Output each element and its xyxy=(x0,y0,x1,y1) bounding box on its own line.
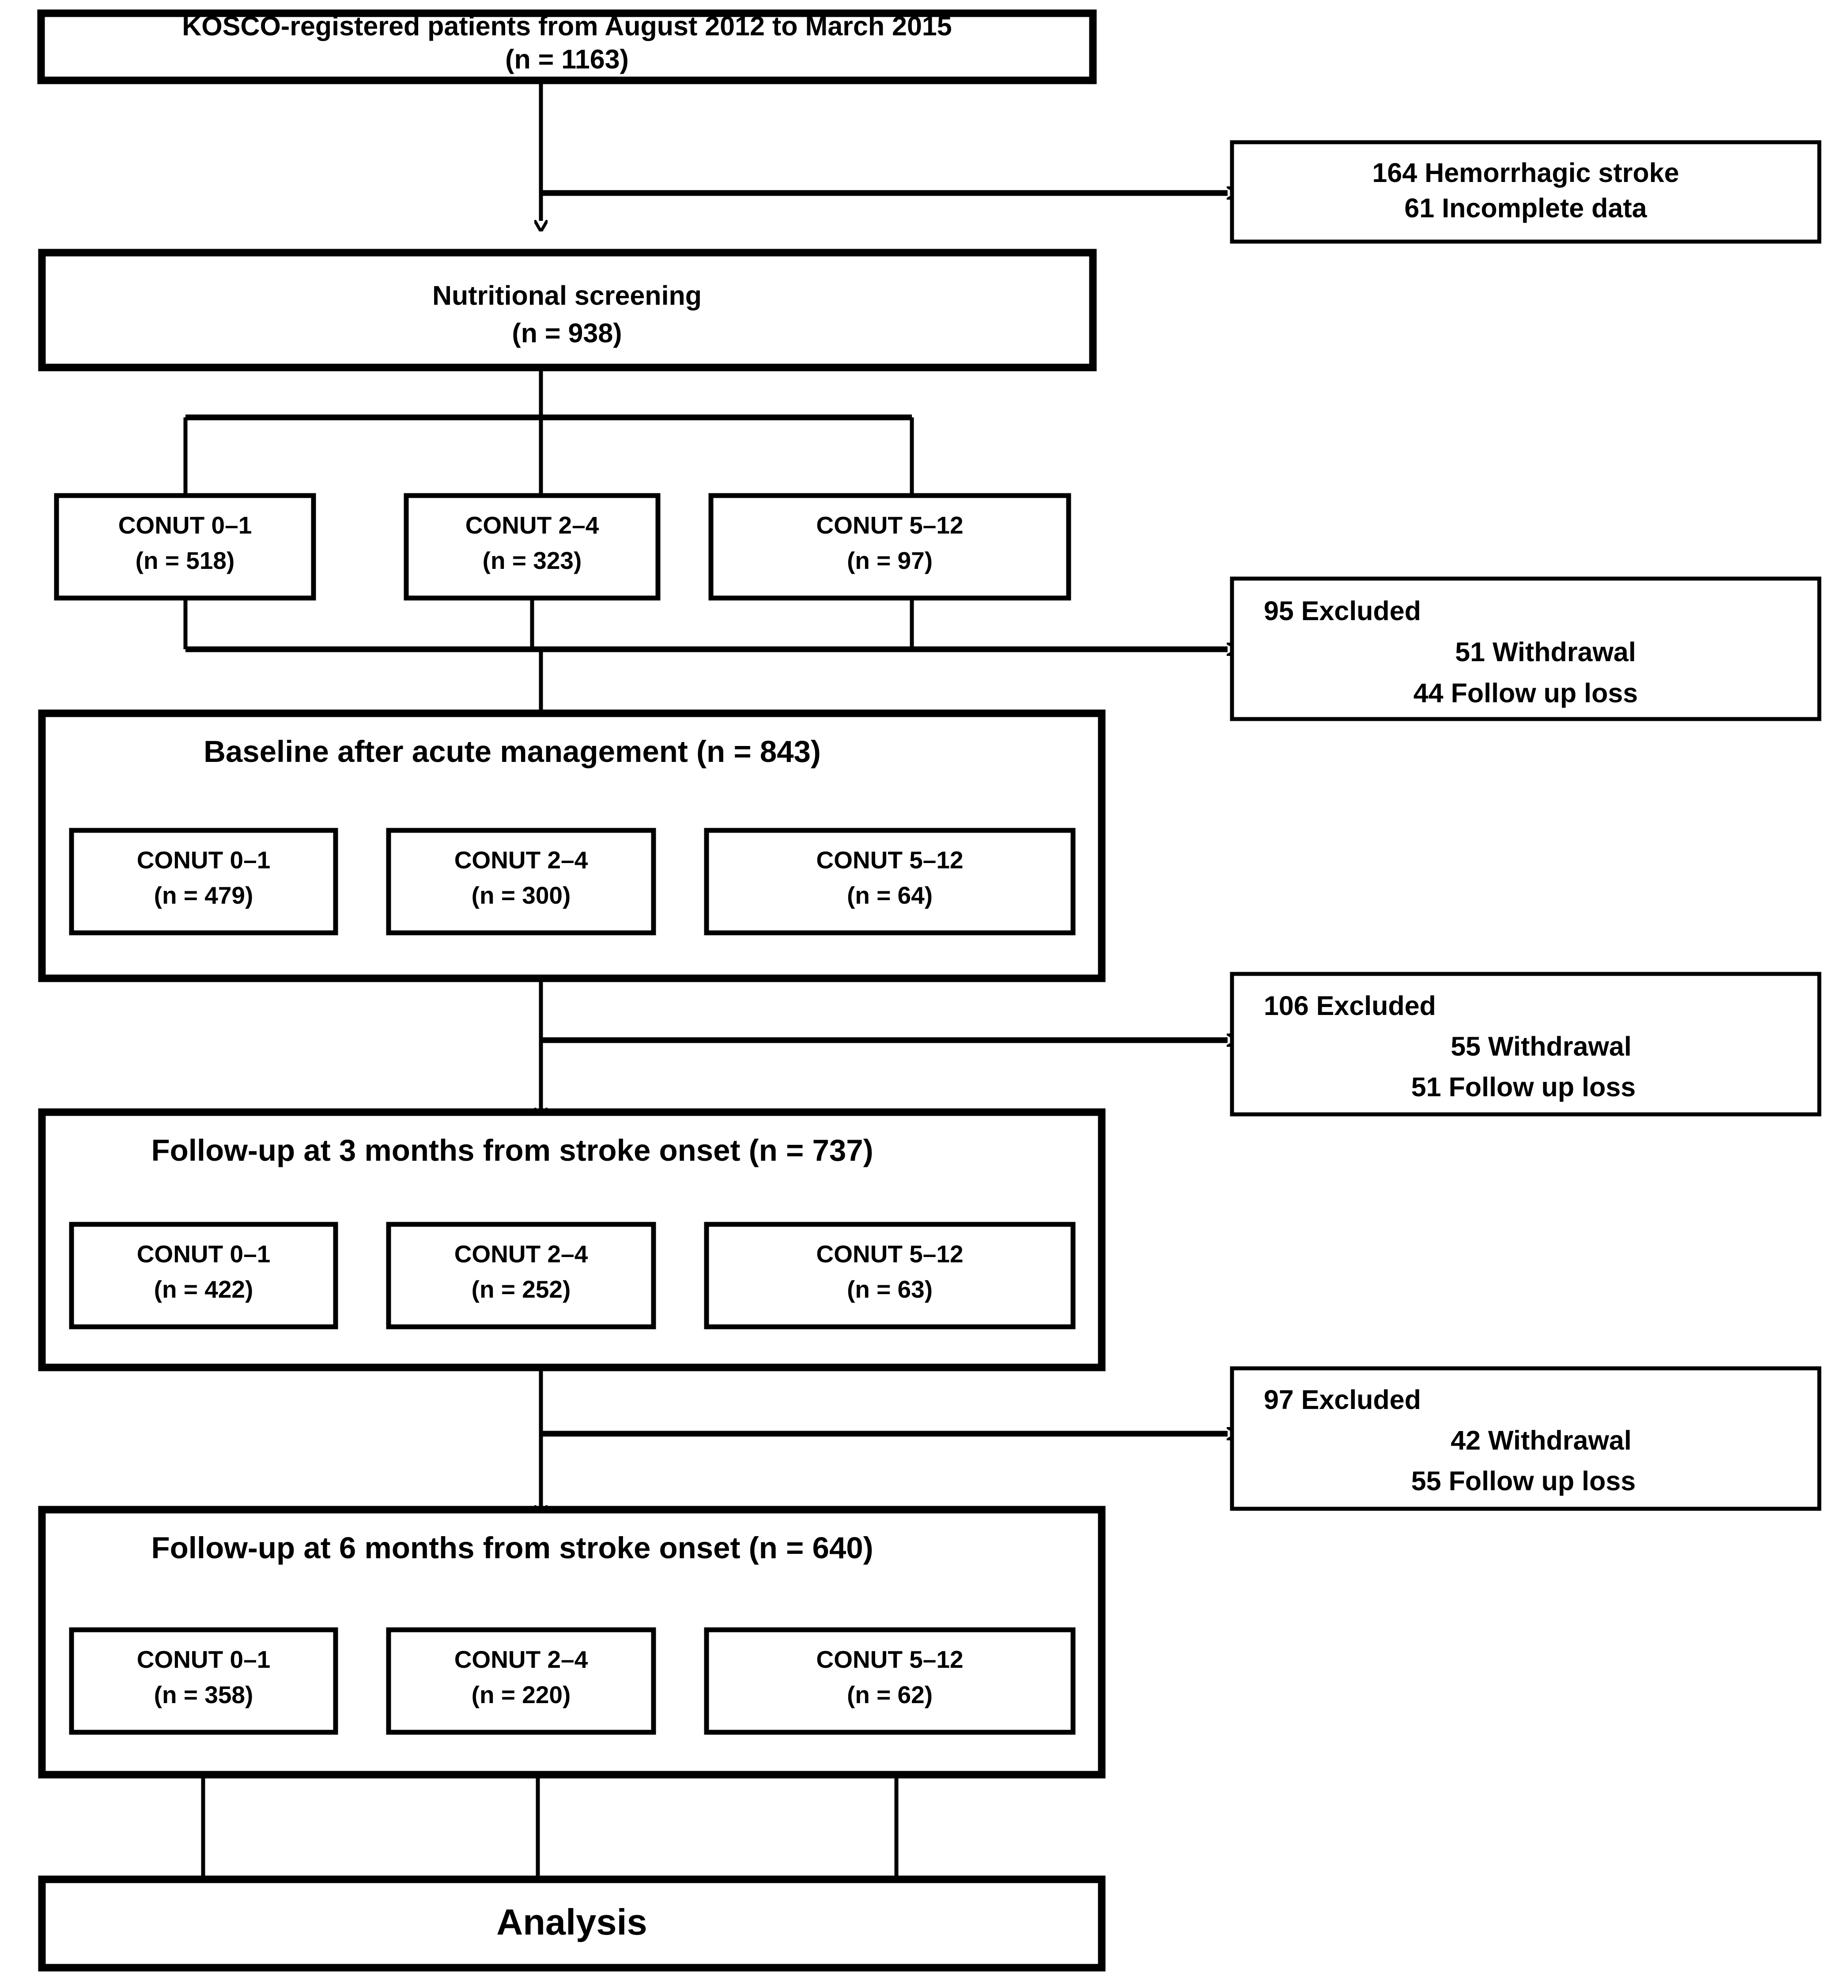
baseline-group-0-label: CONUT 0–1 xyxy=(137,846,271,874)
analysis-box-label: Analysis xyxy=(496,1901,647,1943)
screening-group-0-n: (n = 518) xyxy=(136,547,235,574)
followup6-group-1-n: (n = 220) xyxy=(472,1681,571,1708)
screening-group-1-label: CONUT 2–4 xyxy=(465,511,599,539)
baseline-group-box-0 xyxy=(69,828,338,935)
excluded-1-line2: 61 Incomplete data xyxy=(1404,193,1647,223)
excluded-4-line3: 55 Follow up loss xyxy=(1411,1466,1636,1496)
screening-group-1-n: (n = 323) xyxy=(483,547,582,574)
followup6-group-1-label: CONUT 2–4 xyxy=(454,1646,588,1673)
followup3-group-box-0 xyxy=(69,1222,338,1329)
excluded-4-line1: 97 Excluded xyxy=(1264,1385,1421,1415)
followup6-group-0-n: (n = 358) xyxy=(154,1681,253,1708)
excluded-3-line2: 55 Withdrawal xyxy=(1451,1031,1632,1061)
analysis-box xyxy=(38,1875,1106,1972)
followup6-group-0-label: CONUT 0–1 xyxy=(137,1646,271,1673)
followup6-group-2-label: CONUT 5–12 xyxy=(816,1646,963,1673)
excluded-3-line3: 51 Follow up loss xyxy=(1411,1072,1636,1102)
followup3-box-title: Follow-up at 3 months from stroke onset … xyxy=(151,1133,873,1167)
excluded-2-line2: 51 Withdrawal xyxy=(1455,637,1636,667)
screening-box xyxy=(38,249,1097,371)
screening-box-line2: (n = 938) xyxy=(512,318,622,348)
excluded-box-2 xyxy=(1230,576,1822,721)
screening-group-box-2 xyxy=(708,493,1071,601)
excluded-4-line2: 42 Withdrawal xyxy=(1451,1425,1632,1455)
followup6-group-box-0 xyxy=(69,1627,338,1735)
baseline-group-2-label: CONUT 5–12 xyxy=(816,846,963,874)
baseline-box-title: Baseline after acute management (n = 843… xyxy=(204,735,821,769)
baseline-group-1-label: CONUT 2–4 xyxy=(454,846,588,874)
baseline-group-box-1 xyxy=(386,828,656,935)
excluded-2-line3: 44 Follow up loss xyxy=(1413,678,1638,708)
excluded-2-line1: 95 Excluded xyxy=(1264,596,1421,626)
screening-group-2-n: (n = 97) xyxy=(847,547,933,574)
excluded-box-3 xyxy=(1230,972,1822,1117)
followup3-group-0-label: CONUT 0–1 xyxy=(137,1240,271,1268)
followup6-group-2-n: (n = 62) xyxy=(847,1681,933,1708)
followup6-box-title: Follow-up at 6 months from stroke onset … xyxy=(151,1531,873,1565)
followup3-group-box-2 xyxy=(704,1222,1076,1329)
source-box-line2: (n = 1163) xyxy=(505,44,629,74)
source-box-line1: KOSCO-registered patients from August 20… xyxy=(182,11,952,41)
baseline-group-2-n: (n = 64) xyxy=(847,882,933,909)
excluded-box-1 xyxy=(1230,140,1822,244)
screening-group-2-label: CONUT 5–12 xyxy=(816,511,963,539)
followup6-group-box-2 xyxy=(704,1627,1076,1735)
followup3-group-1-n: (n = 252) xyxy=(472,1276,571,1303)
screening-group-0-label: CONUT 0–1 xyxy=(118,511,252,539)
excluded-box-4 xyxy=(1230,1366,1822,1511)
followup3-group-2-n: (n = 63) xyxy=(847,1276,933,1303)
followup3-group-2-label: CONUT 5–12 xyxy=(816,1240,963,1268)
screening-box-line1: Nutritional screening xyxy=(432,280,702,311)
screening-group-box-0 xyxy=(54,493,316,601)
followup6-group-box-1 xyxy=(386,1627,656,1735)
excluded-1-line1: 164 Hemorrhagic stroke xyxy=(1372,158,1679,188)
followup3-group-box-1 xyxy=(386,1222,656,1329)
source-box xyxy=(37,9,1097,84)
baseline-group-0-n: (n = 479) xyxy=(154,882,253,909)
excluded-3-line1: 106 Excluded xyxy=(1264,991,1436,1021)
followup3-group-1-label: CONUT 2–4 xyxy=(454,1240,588,1268)
baseline-group-box-2 xyxy=(704,828,1076,935)
baseline-group-1-n: (n = 300) xyxy=(472,882,571,909)
followup3-group-0-n: (n = 422) xyxy=(154,1276,253,1303)
